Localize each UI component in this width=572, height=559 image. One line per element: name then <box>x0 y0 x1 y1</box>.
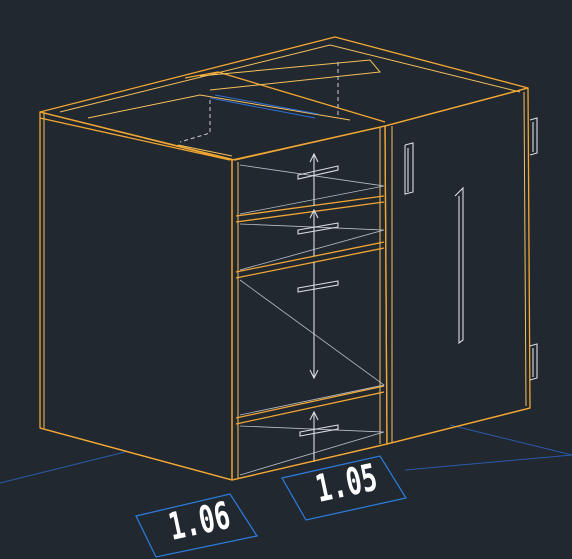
drawer-stack <box>231 125 388 481</box>
drawer-handle-3 <box>297 280 339 293</box>
drawer-handle-4 <box>299 424 339 437</box>
ground-plane <box>0 424 572 484</box>
cabinet-top <box>39 36 529 161</box>
cabinet-left-side <box>39 111 233 481</box>
cabinet-door <box>384 87 538 445</box>
drawer-handle-2 <box>297 222 339 235</box>
dimension-right-label: 1.05 <box>312 455 381 511</box>
dimension-left: 1.06 <box>135 493 258 558</box>
dimension-left-label: 1.06 <box>165 493 234 549</box>
drawer-handle-1 <box>297 165 339 180</box>
cabinet-base <box>39 407 531 481</box>
